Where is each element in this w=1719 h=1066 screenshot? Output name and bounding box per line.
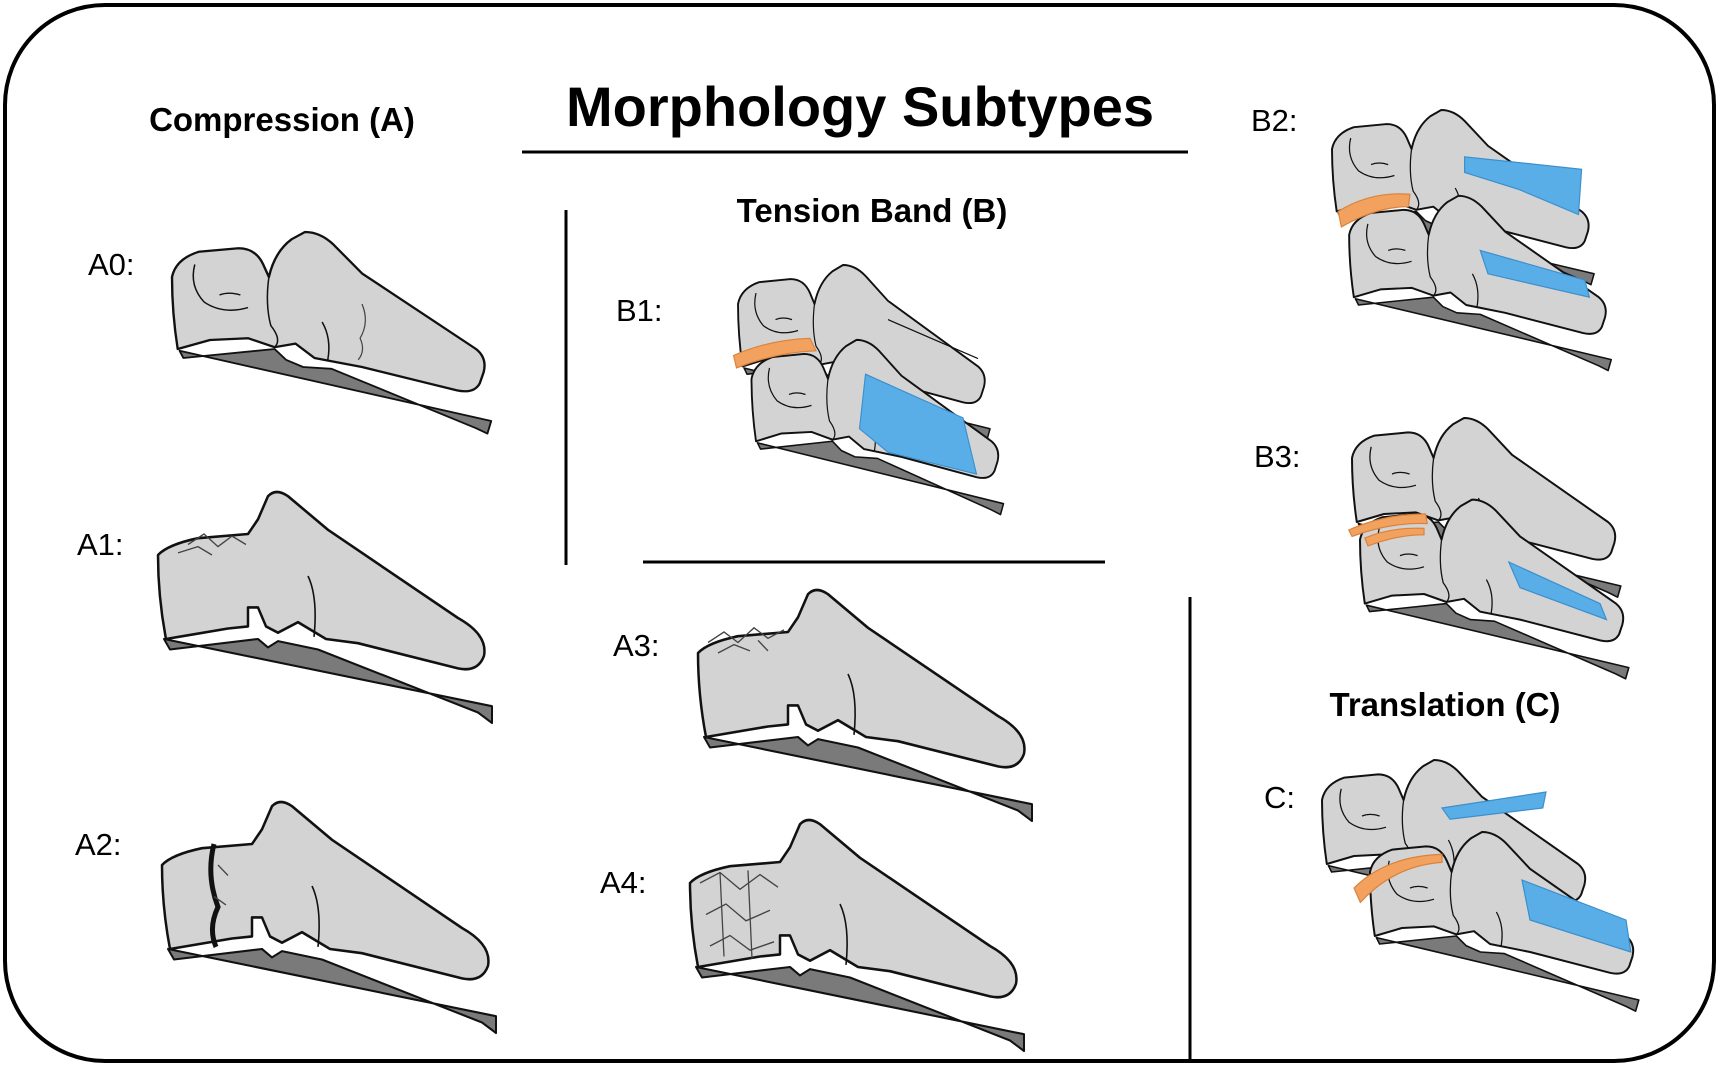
page-title: Morphology Subtypes — [566, 75, 1154, 138]
vertebra-a3 — [696, 588, 1034, 823]
label-b3: B3: — [1254, 439, 1301, 474]
label-c: C: — [1264, 780, 1295, 815]
label-a3: A3: — [613, 628, 660, 663]
label-a1: A1: — [77, 527, 124, 562]
vertebra-a4 — [688, 818, 1026, 1053]
section-heading-tension-band: Tension Band (B) — [737, 192, 1008, 229]
label-b1: B1: — [616, 293, 663, 328]
vertebra-a0 — [170, 230, 493, 435]
vertebrae-c — [1320, 758, 1640, 1013]
vertebra-a1 — [156, 490, 494, 725]
section-heading-translation: Translation (C) — [1329, 686, 1560, 723]
label-b2: B2: — [1251, 103, 1298, 138]
label-a0: A0: — [88, 247, 135, 282]
vertebrae-b1 — [732, 264, 1005, 516]
label-a4: A4: — [600, 865, 647, 900]
label-a2: A2: — [75, 827, 122, 862]
vertebrae-b3 — [1347, 416, 1630, 680]
vertebrae-b2 — [1331, 109, 1613, 372]
vertebra-a2 — [160, 800, 498, 1035]
outer-border — [3, 3, 1716, 1063]
section-heading-compression: Compression (A) — [149, 101, 415, 138]
